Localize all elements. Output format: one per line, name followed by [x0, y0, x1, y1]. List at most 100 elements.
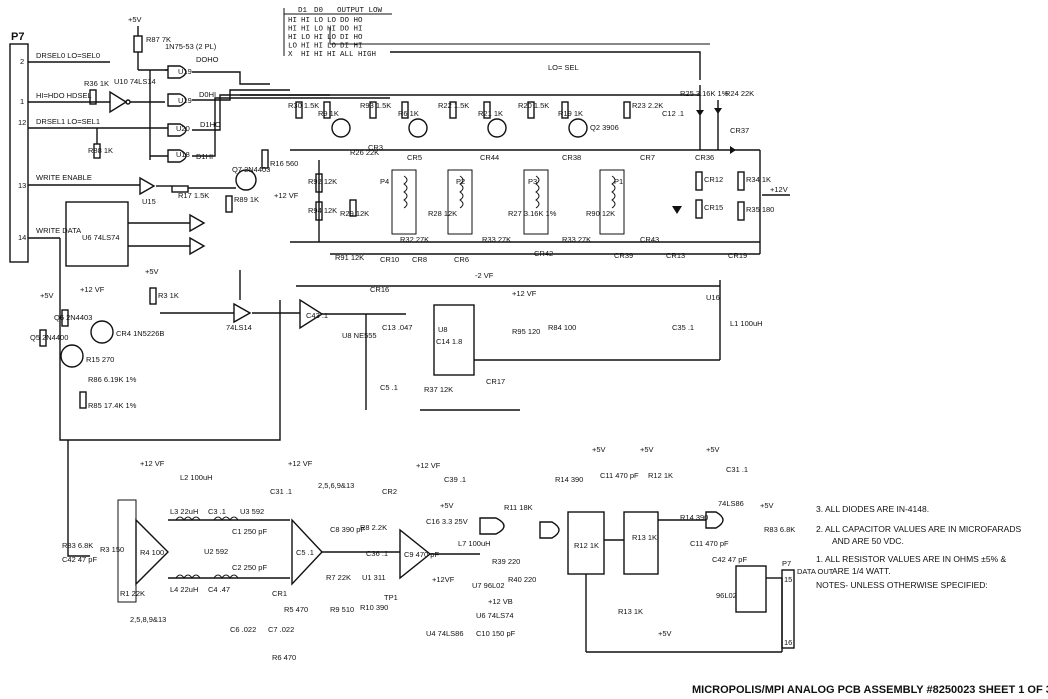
tt-cell: HI	[288, 26, 297, 34]
vcc-label-5: +5V	[592, 445, 606, 454]
tt-cell: X	[288, 51, 293, 59]
part-cr7: CR38	[562, 153, 581, 162]
part-c36: C39 .1	[444, 475, 466, 484]
part-r15: R85 17.4K 1%	[88, 401, 137, 410]
part-u15: U15	[142, 197, 156, 206]
part-cr6: CR10	[380, 255, 399, 264]
part-r4: R5 470	[284, 605, 308, 614]
part-c5-b: R6 470	[272, 653, 296, 662]
part-r17: R17 1.5K	[178, 191, 209, 200]
part-r26: R94 12K	[308, 206, 337, 215]
part-r7: R9 510	[330, 605, 354, 614]
part-c4: C2 250 pF	[232, 563, 267, 572]
part-cr44: CR5	[407, 153, 422, 162]
part-r9a: R9 1K	[318, 109, 339, 118]
part-c3: C1 250 pF	[232, 527, 267, 536]
part-cr1: R83 6.8K	[62, 541, 93, 550]
part-r37: R95 120	[512, 327, 540, 336]
connector-p7-left: P7 2 1 12 13 14	[9, 31, 29, 263]
tt-header-d0: D0	[314, 7, 324, 15]
part-r91: CR15	[704, 203, 723, 212]
vcc-label-2: +5V	[145, 267, 159, 276]
part-q6: CR4 1N5226B	[116, 329, 164, 338]
part-r22: R22 1.5K	[438, 101, 469, 110]
vcc-label-8: +5V	[706, 445, 720, 454]
head-coils: P4 P2 P3 P1 CR3 CR5 CR44 CR38 CR7	[368, 143, 655, 235]
tt-cell: HI	[301, 17, 310, 25]
label-tp3: CR2	[382, 487, 397, 496]
part-cr42: CR8	[412, 255, 427, 264]
tt-cell: LO	[327, 34, 337, 42]
part-c6: C8 390 pF	[330, 525, 365, 534]
label-plus12vb: +12 VB	[488, 597, 513, 606]
label-q2n3906: Q2 3906	[590, 123, 619, 132]
vcc-12vf-3: +12 VF	[140, 459, 165, 468]
part-c13: C5 .1	[380, 383, 398, 392]
tt-cell: HI	[301, 26, 310, 34]
vcc-12vf-5: +12 VF	[416, 461, 441, 470]
vcc-12vf-2: +12 VF	[512, 289, 537, 298]
part-r1: R3 150	[100, 545, 124, 554]
part-u20: U20	[176, 124, 190, 133]
part-r16: R16 560	[270, 159, 298, 168]
tt-cell: LO	[288, 43, 298, 51]
part-u4-b: 74LS86	[718, 499, 744, 508]
tt-cell: HI	[327, 26, 336, 34]
part-r95: U16	[706, 293, 720, 302]
part-u7-b: 96L02	[716, 591, 737, 600]
part-r85: U8 NE555	[342, 331, 377, 340]
part-r30: R30 1.5K	[288, 101, 319, 110]
label-tp1: C31 .1	[270, 487, 292, 496]
pin-14: 14	[18, 233, 26, 242]
part-r25: R26 22K	[350, 148, 379, 157]
part-c7: R7 22K	[326, 573, 351, 582]
part-r33: R35 180	[746, 205, 774, 214]
vcc-minus2: -2 VF	[475, 271, 494, 280]
label-d0hi: D0HI	[199, 90, 216, 99]
vcc-12vf-6: +12VF	[432, 575, 455, 584]
tt-header-output: OUTPUT LOW	[337, 7, 383, 15]
part-r83: R83 6.8K	[764, 525, 795, 534]
signal-hdsel: HI=HDO HDSEL	[36, 91, 92, 100]
part-c8-a: U3 592	[240, 507, 264, 516]
part-cr37: R24 22K	[725, 89, 754, 98]
part-q5: R15 270	[86, 355, 114, 364]
signal-drsel0: DRSEL0 LO=SEL0	[36, 51, 100, 60]
label-pins: 2,5,8,9&13	[130, 615, 166, 624]
part-u4: R11 18K	[504, 503, 533, 512]
part-r40: C10 150 pF	[476, 629, 516, 638]
part-l4: C4 .47	[208, 585, 230, 594]
note-1a: 1. ALL RESISTOR VALUES ARE IN OHMS ±5% &	[816, 554, 1006, 564]
timer-section: +5V R3 1K +5V +12 VF Q6 2N4403 Q5 2N4400…	[30, 267, 763, 411]
pin-1: 1	[20, 97, 24, 106]
part-l3: C3 .1	[208, 507, 226, 516]
tt-cell: HI	[314, 51, 323, 59]
tt-cell: LO	[327, 17, 337, 25]
part-r3: Q5 2N4400	[30, 333, 68, 342]
connector-p7-right: P7 15 16 DATA OUT	[766, 559, 834, 649]
part-r84: C35 .1	[672, 323, 694, 332]
pin-2: 2	[20, 57, 24, 66]
part-c39: R40 220	[508, 575, 536, 584]
part-cr17: R84 100	[548, 323, 576, 332]
part-q7: Q7 2N4403	[232, 165, 270, 174]
vcc-label-3: +5V	[40, 291, 54, 300]
sheet-title: MICROPOLIS/MPI ANALOG PCB ASSEMBLY #8250…	[692, 684, 1048, 696]
part-u10: U10 74LS14	[114, 77, 156, 86]
label-p1: P1	[614, 177, 623, 186]
part-cr11: CR36	[695, 153, 714, 162]
part-l2: L4 22uH	[170, 585, 198, 594]
top-logic: +5V R87 7K 1N75-53 (2 PL) DOHO R36 1K U1…	[84, 15, 390, 163]
part-r93: R93 1.5K	[360, 101, 391, 110]
note-1b: ARE 1/4 WATT.	[832, 566, 891, 576]
part-cr4: R86 6.19K 1%	[88, 375, 137, 384]
part-r87: R87 7K	[146, 35, 171, 44]
part-c14: R37 12K	[424, 385, 453, 394]
part-r20: R20 1.5K	[518, 101, 549, 110]
part-r92: R29 12K	[340, 209, 369, 218]
pin-16: 16	[784, 638, 792, 647]
label-p3: P3	[528, 177, 537, 186]
notes-heading: NOTES- UNLESS OTHERWISE SPECIFIED:	[816, 580, 988, 590]
part-c10: R14 390	[555, 475, 583, 484]
part-r12: R12 1K	[648, 471, 673, 480]
